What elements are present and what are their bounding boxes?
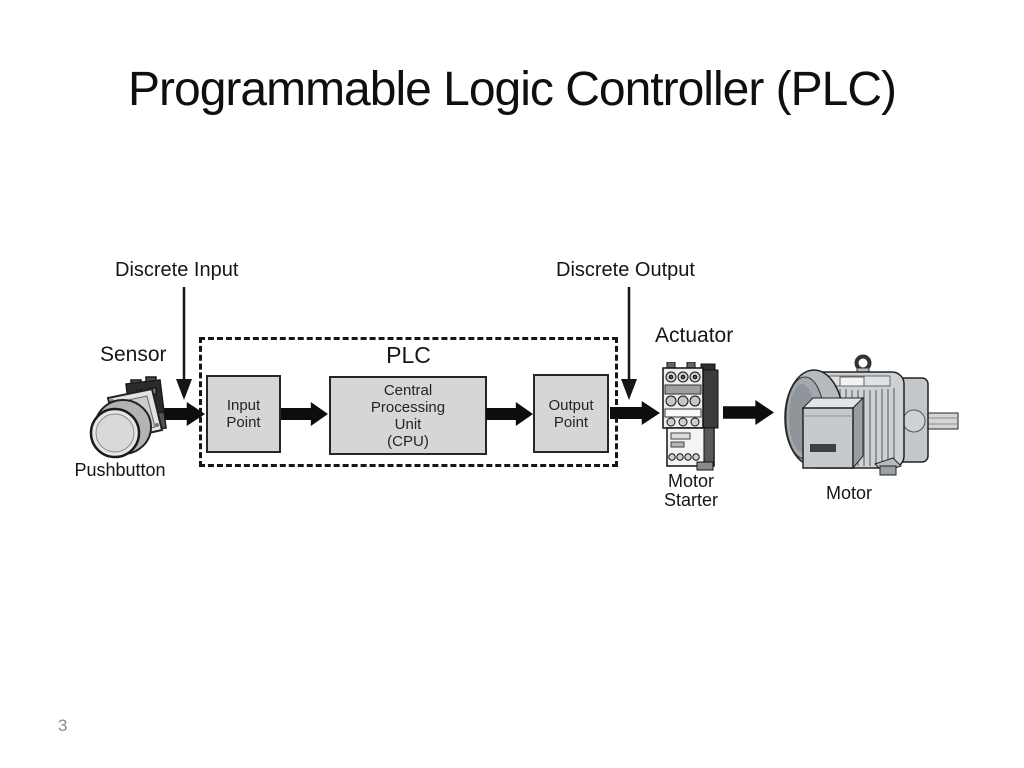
input-point-box: Input Point xyxy=(206,375,281,453)
pushbutton-device-icon xyxy=(89,376,167,459)
flow-arrow-icon xyxy=(723,400,774,425)
cpu-box: Central Processing Unit (CPU) xyxy=(329,376,487,455)
cpu-line: Central xyxy=(383,381,433,399)
actuator-label: Actuator xyxy=(655,324,734,347)
cpu-line: Processing xyxy=(370,398,446,416)
output-point-line: Point xyxy=(553,413,589,431)
motor-device-icon xyxy=(784,354,959,476)
discrete-output-label: Discrete Output xyxy=(556,259,695,281)
discrete-input-label: Discrete Input xyxy=(115,259,239,281)
sensor-label: Sensor xyxy=(100,343,167,366)
flow-arrow-icon xyxy=(610,401,660,425)
discrete-input-down-arrow-icon xyxy=(176,287,192,400)
motor-starter-label: Motor Starter xyxy=(651,472,731,510)
output-point-box: Output Point xyxy=(533,374,609,453)
slide-title: Programmable Logic Controller (PLC) xyxy=(128,63,897,116)
motor-label: Motor xyxy=(825,483,872,503)
cpu-line: Unit xyxy=(394,415,422,433)
input-point-line: Point xyxy=(226,414,261,431)
input-point-line: Input xyxy=(226,397,261,414)
cpu-line: (CPU) xyxy=(387,432,429,450)
pushbutton-label: Pushbutton xyxy=(74,460,166,480)
motor-starter-label-line: Motor xyxy=(667,471,714,491)
plc-dashed-frame xyxy=(199,337,618,467)
motor-starter-label-line: Starter xyxy=(663,490,719,510)
output-point-line: Output xyxy=(548,396,594,414)
motor-starter-device-icon xyxy=(662,362,719,471)
page-number: 3 xyxy=(58,716,68,735)
flow-arrow-icon xyxy=(486,402,533,426)
discrete-output-down-arrow-icon xyxy=(621,287,637,400)
flow-arrow-icon xyxy=(155,402,205,426)
flow-arrow-icon xyxy=(281,402,328,426)
plc-label: PLC xyxy=(386,342,431,368)
